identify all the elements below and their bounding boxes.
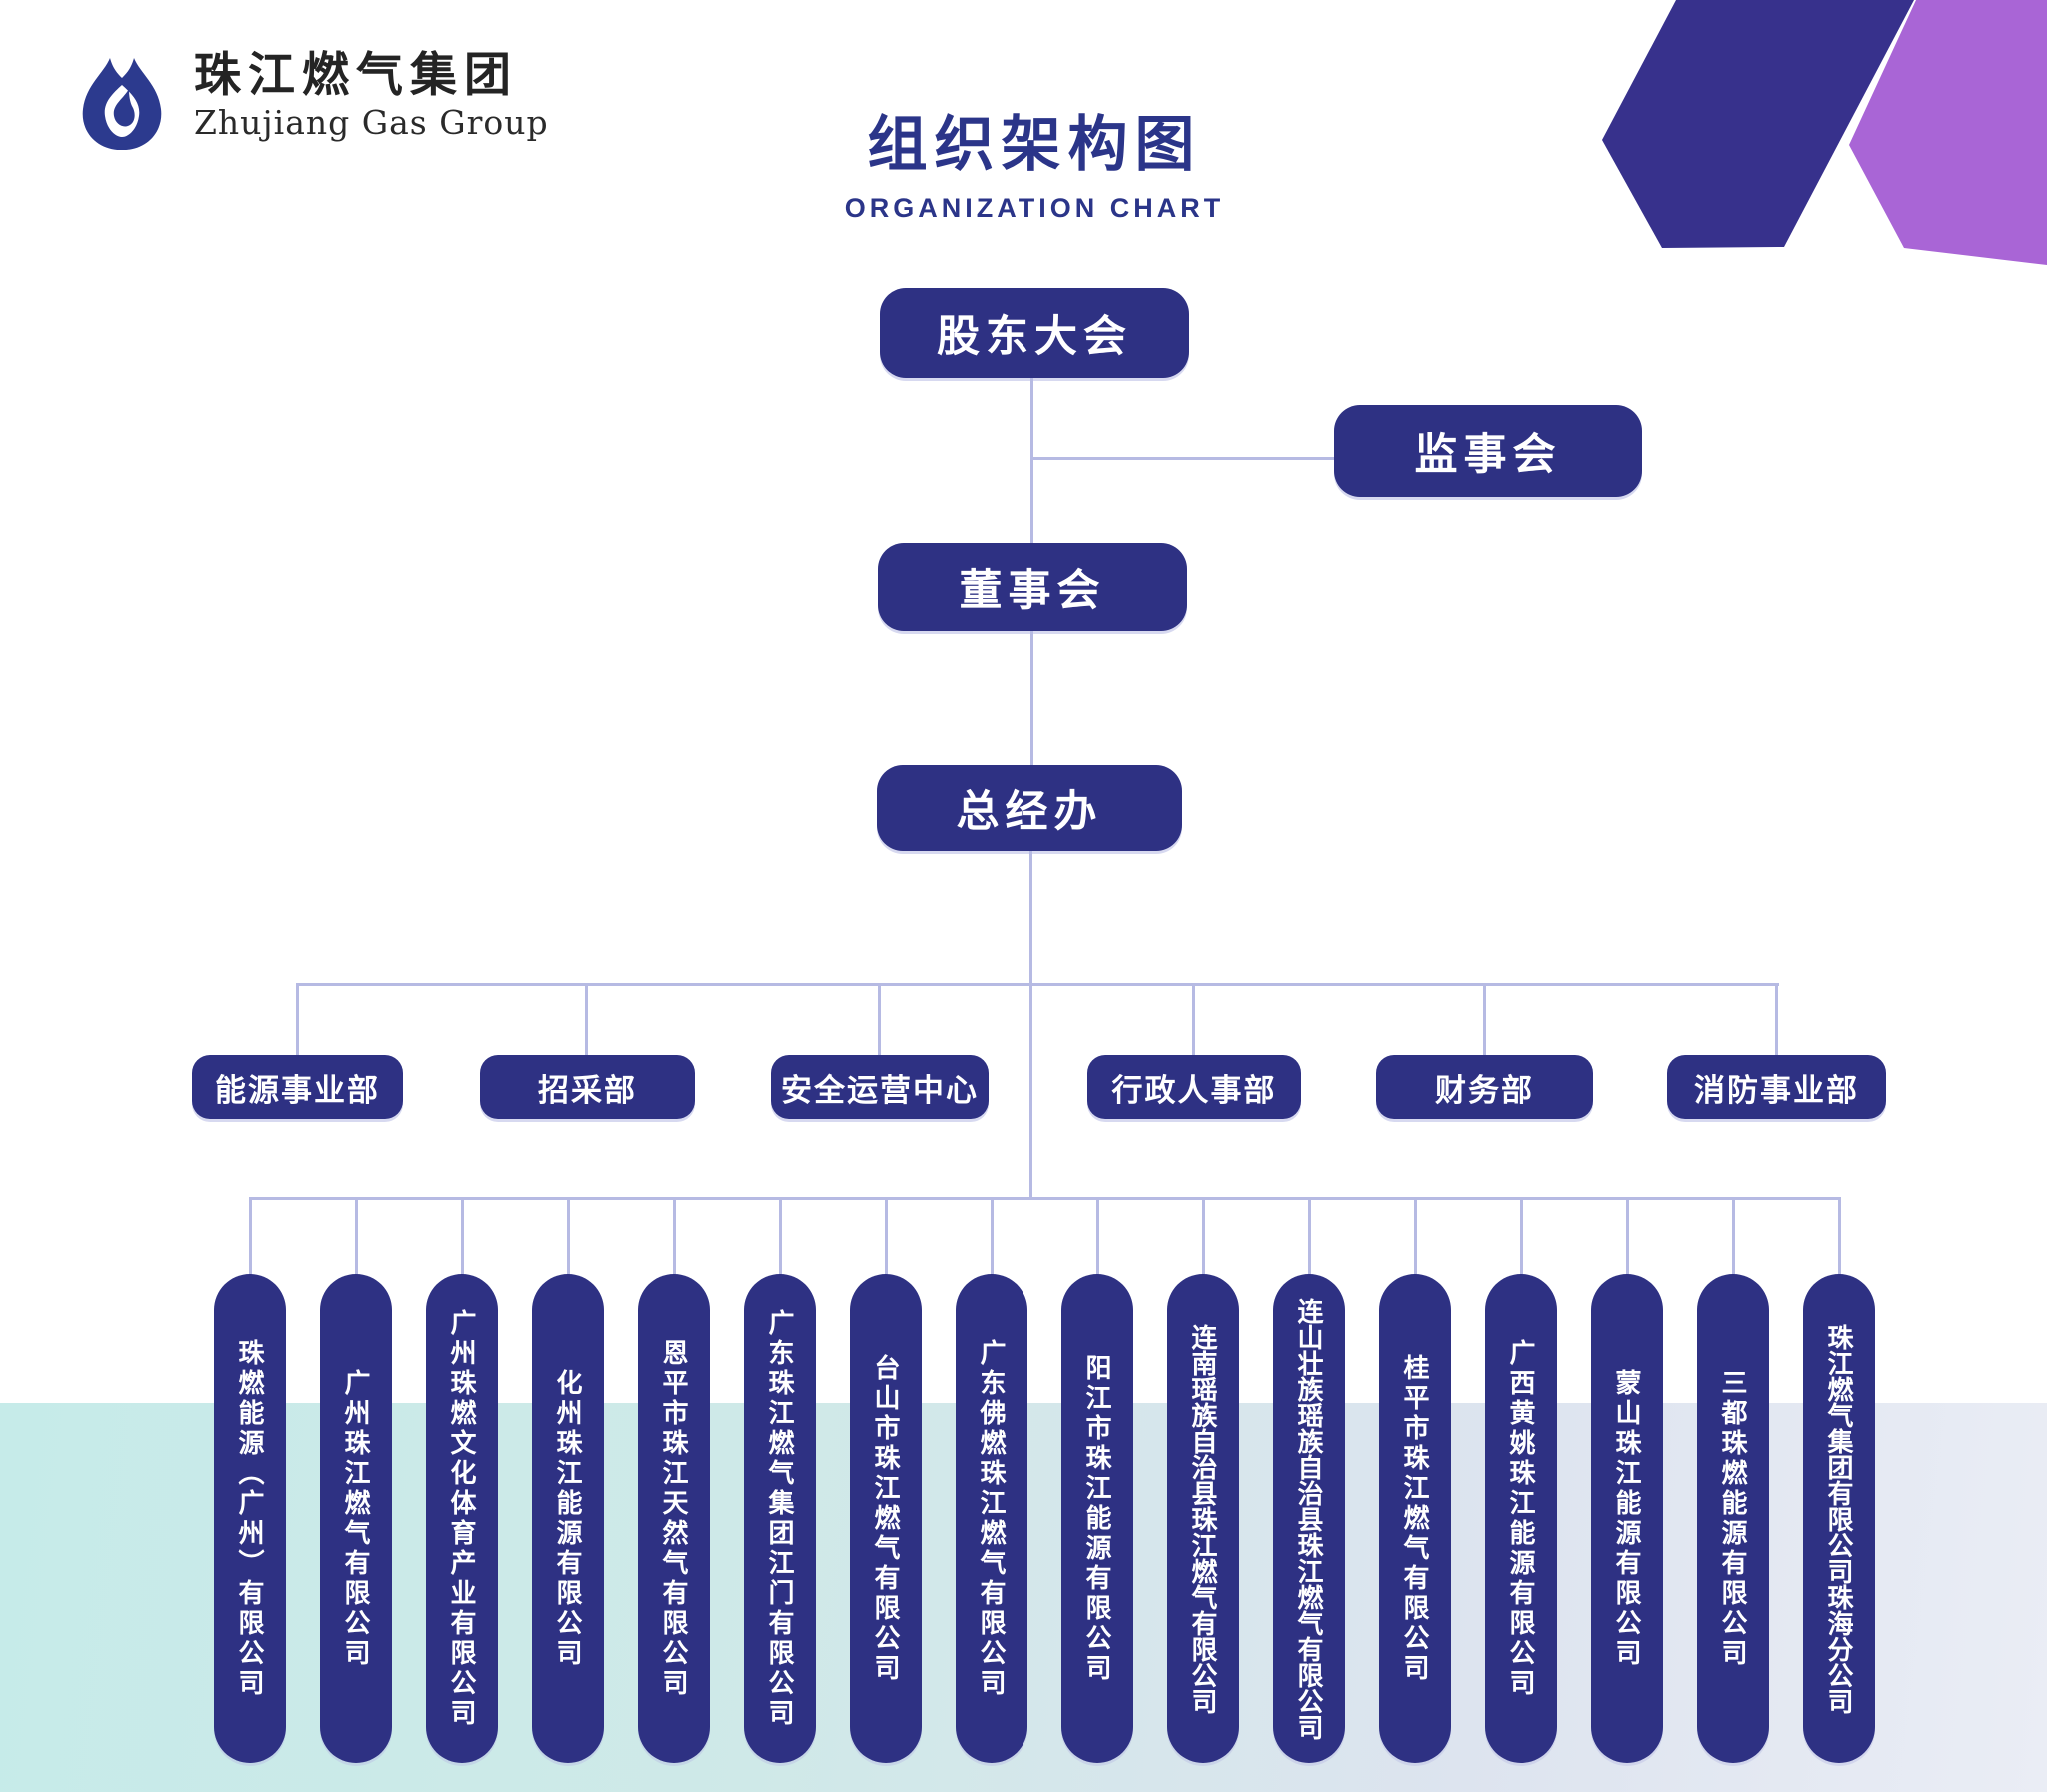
subsidiary-label: 广西黄姚珠江能源有限公司: [1506, 1338, 1536, 1699]
logo-name-zh: 珠江燃气集团: [194, 48, 518, 103]
subsidiary-label: 珠燃能源（广州）有限公司: [235, 1338, 265, 1699]
connector-pill-stub: [991, 1197, 994, 1276]
logo-name-en: Zhujiang Gas Group: [194, 102, 549, 142]
hexagon-decoration: [1602, 0, 2047, 265]
node-label: 消防事业部: [1694, 1072, 1859, 1108]
connector-dept-stub: [1775, 983, 1778, 1055]
connector-supervisory-branch: [1030, 457, 1335, 460]
connector-pill-stub: [1096, 1197, 1099, 1276]
node-subsidiary: 连山壮族瑶族自治县珠江燃气有限公司: [1273, 1274, 1345, 1763]
node-label: 监事会: [1414, 431, 1562, 479]
connector-pill-stub: [355, 1197, 358, 1276]
subsidiary-label: 阳江市珠江能源有限公司: [1082, 1353, 1112, 1684]
page-subtitle: ORGANIZATION CHART: [844, 193, 1225, 223]
connector-pill-stub: [249, 1197, 252, 1276]
node-subsidiary: 广州珠江燃气有限公司: [320, 1274, 392, 1763]
node-subsidiary: 蒙山珠江能源有限公司: [1591, 1274, 1663, 1763]
node-gm-office: 总经办: [877, 765, 1182, 851]
page-title: 组织架构图: [867, 111, 1202, 178]
hexagon-dark-blue: [1602, 0, 1914, 248]
subsidiary-label: 连南瑶族自治县珠江燃气有限公司: [1188, 1323, 1218, 1714]
subsidiary-label: 台山市珠江燃气有限公司: [871, 1353, 901, 1684]
subsidiary-label: 广州珠江燃气有限公司: [341, 1368, 371, 1669]
subsidiary-label: 连山壮族瑶族自治县珠江燃气有限公司: [1294, 1297, 1324, 1740]
node-subsidiary: 珠燃能源（广州）有限公司: [214, 1274, 286, 1763]
node-subsidiary: 桂平市珠江燃气有限公司: [1379, 1274, 1451, 1763]
connector-pill-stub: [1838, 1197, 1841, 1276]
node-subsidiary: 广州珠燃文化体育产业有限公司: [426, 1274, 498, 1763]
subsidiary-label: 广东珠江燃气集团江门有限公司: [765, 1308, 795, 1729]
company-logo: 珠江燃气集团 Zhujiang Gas Group: [72, 28, 549, 164]
connector-pill-stub: [885, 1197, 888, 1276]
connector-pill-stub: [1414, 1197, 1417, 1276]
connector-gm-trunk: [1029, 850, 1032, 1199]
node-shareholders-meeting: 股东大会: [880, 288, 1189, 378]
subsidiary-label: 珠江燃气集团有限公司珠海分公司: [1824, 1323, 1854, 1714]
node-board-of-directors: 董事会: [878, 543, 1187, 631]
node-subsidiary: 三都珠燃能源有限公司: [1697, 1274, 1769, 1763]
subsidiary-label: 桂平市珠江燃气有限公司: [1400, 1353, 1430, 1684]
connector-dept-stub: [585, 983, 588, 1055]
node-label: 董事会: [959, 567, 1106, 615]
connector-departments-rail: [297, 983, 1779, 986]
node-label: 招采部: [538, 1072, 637, 1108]
connector-dept-stub: [1192, 983, 1195, 1055]
connector-pill-stub: [1626, 1197, 1629, 1276]
node-department-energy: 能源事业部: [192, 1055, 403, 1119]
node-subsidiary: 广东佛燃珠江燃气有限公司: [956, 1274, 1027, 1763]
node-label: 安全运营中心: [781, 1072, 979, 1108]
connector-pill-stub: [567, 1197, 570, 1276]
node-department-admin-hr: 行政人事部: [1087, 1055, 1301, 1119]
subsidiary-label: 三都珠燃能源有限公司: [1718, 1368, 1748, 1669]
node-subsidiary: 台山市珠江燃气有限公司: [850, 1274, 922, 1763]
node-subsidiary: 连南瑶族自治县珠江燃气有限公司: [1167, 1274, 1239, 1763]
node-supervisory-board: 监事会: [1334, 405, 1642, 497]
connector-dept-stub: [878, 983, 881, 1055]
node-label: 总经办: [956, 788, 1103, 836]
subsidiary-label: 广东佛燃珠江燃气有限公司: [977, 1338, 1007, 1699]
connector-dept-stub: [1483, 983, 1486, 1055]
connector-pill-stub: [461, 1197, 464, 1276]
node-department-finance: 财务部: [1376, 1055, 1593, 1119]
connector-pill-stub: [1732, 1197, 1735, 1276]
node-label: 行政人事部: [1111, 1072, 1277, 1108]
node-department-procurement: 招采部: [480, 1055, 695, 1119]
connector-subsidiaries-rail: [249, 1197, 1840, 1200]
node-subsidiary: 广西黄姚珠江能源有限公司: [1485, 1274, 1557, 1763]
flame-drop-logo-icon: [82, 58, 162, 151]
node-subsidiary: 珠江燃气集团有限公司珠海分公司: [1803, 1274, 1875, 1763]
node-subsidiary: 阳江市珠江能源有限公司: [1061, 1274, 1133, 1763]
subsidiary-label: 蒙山珠江能源有限公司: [1612, 1368, 1642, 1669]
subsidiary-label: 恩平市珠江天然气有限公司: [659, 1338, 689, 1699]
subsidiary-label: 广州珠燃文化体育产业有限公司: [447, 1308, 477, 1729]
connector-pill-stub: [1308, 1197, 1311, 1276]
connector-board-gm: [1030, 630, 1033, 766]
node-label: 股东大会: [937, 313, 1132, 361]
connector-pill-stub: [673, 1197, 676, 1276]
subsidiary-label: 化州珠江能源有限公司: [553, 1368, 583, 1669]
connector-pill-stub: [1202, 1197, 1205, 1276]
node-department-fire-protection: 消防事业部: [1667, 1055, 1886, 1119]
node-subsidiary: 化州珠江能源有限公司: [532, 1274, 604, 1763]
connector-shareholders-board: [1030, 377, 1033, 544]
node-label: 能源事业部: [215, 1072, 380, 1108]
node-subsidiary: 广东珠江燃气集团江门有限公司: [744, 1274, 816, 1763]
connector-dept-stub: [296, 983, 299, 1055]
connector-pill-stub: [1520, 1197, 1523, 1276]
hexagon-purple: [1849, 0, 2047, 265]
connector-pill-stub: [779, 1197, 782, 1276]
node-department-safety-operations: 安全运营中心: [771, 1055, 989, 1119]
page-title-block: 组织架构图 ORGANIZATION CHART: [535, 110, 1534, 224]
node-label: 财务部: [1435, 1072, 1534, 1108]
node-subsidiary: 恩平市珠江天然气有限公司: [638, 1274, 710, 1763]
